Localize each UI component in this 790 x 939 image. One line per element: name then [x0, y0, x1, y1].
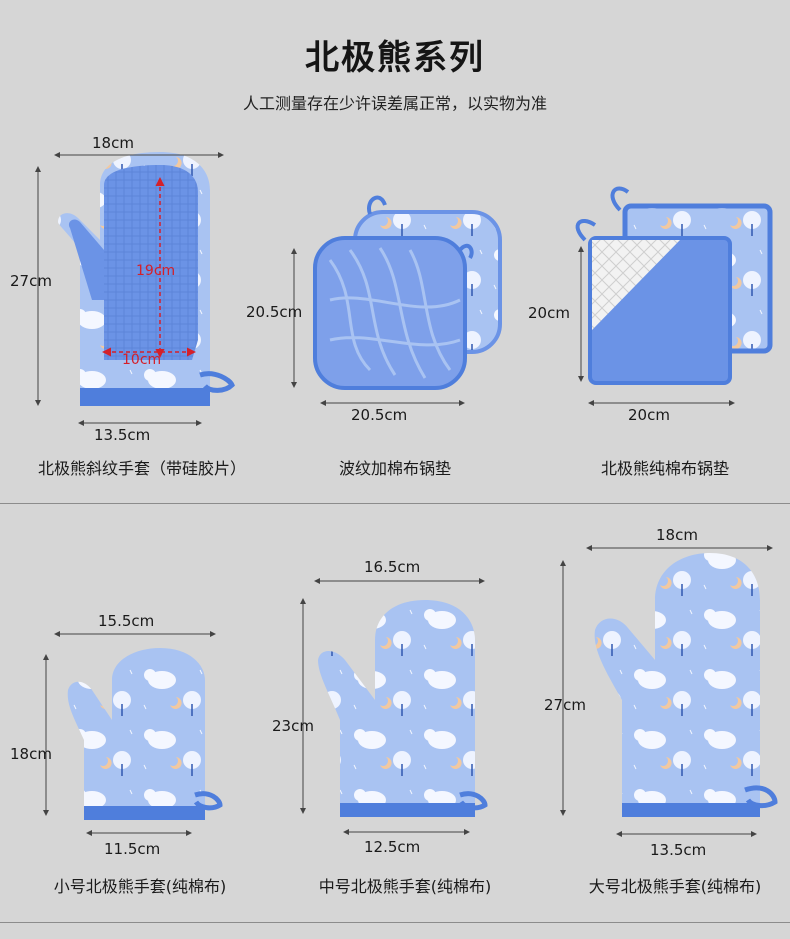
glove-width-label: 18cm: [92, 134, 134, 152]
cotton-pot-holder-illustration: [575, 186, 773, 385]
page-title: 北极熊系列: [305, 38, 485, 78]
wave-holder-width-label: 20.5cm: [351, 406, 408, 424]
small-glove-width-label: 15.5cm: [98, 612, 155, 630]
medium-glove-caption: 中号北极熊手套(纯棉布): [318, 877, 492, 896]
cotton-pot-holder-caption: 北极熊纯棉布锅垫: [600, 459, 729, 478]
small-glove-illustration: [67, 648, 223, 820]
section-divider-bottom: [0, 922, 790, 923]
large-glove-width-label: 18cm: [656, 526, 698, 544]
section-divider: [0, 503, 790, 504]
glove-cuff-label: 13.5cm: [94, 426, 151, 444]
wave-pot-holder-caption: 波纹加棉布锅垫: [338, 459, 451, 478]
small-glove-caption: 小号北极熊手套(纯棉布): [53, 877, 227, 896]
silicone-width-label: 10cm: [122, 352, 162, 368]
large-glove-caption: 大号北极熊手套(纯棉布): [588, 877, 762, 896]
glove-height-label: 27cm: [10, 272, 52, 290]
page-subtitle: 人工测量存在少许误差属正常，以实物为准: [242, 94, 547, 113]
cotton-holder-height-label: 20cm: [528, 304, 570, 322]
medium-glove-cuff-label: 12.5cm: [364, 838, 421, 856]
medium-glove-illustration: [318, 600, 488, 817]
silicone-height-label: 19cm: [136, 263, 176, 279]
silicone-glove-caption: 北极熊斜纹手套（带硅胶片）: [37, 459, 246, 478]
medium-glove-height-label: 23cm: [272, 717, 314, 735]
cotton-holder-width-label: 20cm: [628, 406, 670, 424]
large-glove-cuff-label: 13.5cm: [650, 841, 707, 859]
large-glove-illustration: [594, 553, 778, 817]
silicone-glove-illustration: [58, 152, 235, 406]
medium-glove-width-label: 16.5cm: [364, 558, 421, 576]
small-glove-height-label: 18cm: [10, 745, 52, 763]
wave-holder-height-label: 20.5cm: [246, 303, 303, 321]
wave-pot-holder-illustration: [313, 195, 502, 390]
large-glove-height-label: 27cm: [544, 696, 586, 714]
small-glove-cuff-label: 11.5cm: [104, 840, 161, 858]
